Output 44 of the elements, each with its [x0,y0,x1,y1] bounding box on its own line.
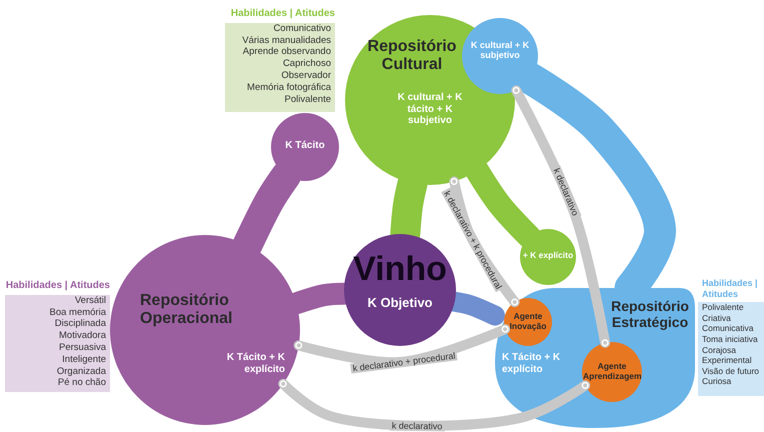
skill-item: Organizada [56,366,106,378]
skill-item: Observador [280,70,331,82]
skill-item: Comunicativa [702,323,754,334]
panel-heading: Habilidades | Atitudes [702,278,759,300]
knowledge-label: + K explícito [522,251,574,261]
knowledge-label: K Tácito + K explícito [502,352,562,375]
knowledge-label: K Objetivo [366,296,434,311]
skill-item: Toma iniciativa [702,334,759,345]
skill-item: Versátil [74,294,106,307]
edge-label: k declarativo [389,420,444,432]
skills-panel [5,280,110,392]
skill-item: Disciplinada [54,318,106,330]
skill-item: Polivalente [284,94,331,106]
repository-blob [495,288,695,428]
repository-title: Repositório Cultural [366,38,458,75]
skill-item: Várias manualidades [241,34,331,46]
skill-item: Curiosa [702,376,732,387]
skill-item: Criativa [702,312,732,324]
knowledge-label: K Tácito [284,140,326,152]
skill-item: Polivalente [702,302,745,313]
knowledge-label: K cultural + K tácito + K subjetivo [396,92,464,126]
panel-heading: Habilidades | Atitudes [4,280,110,292]
skill-item: Boa memória [48,306,106,318]
skill-item: Persuasiva [58,342,106,354]
skills-panel [225,8,335,112]
skill-item: Corajosa [702,344,738,356]
skill-item: Motivadora [58,330,106,342]
skill-item: Pé no chão [56,377,106,390]
repository-title: Repositório Operacional [140,292,234,329]
repository-title: Repositório Estratégico [610,298,690,330]
agent-label: Agente Aprendizagem [583,362,641,382]
agent-label: Agente Inovação [508,312,548,332]
knowledge-label: K cultural + K subjetivo [470,40,530,61]
skill-item: Aprende observando [242,46,331,58]
knowledge-label: K Tácito + K explícito [226,352,285,375]
skills-panel [698,278,764,396]
skill-item: Visão de futuro [702,366,760,376]
skill-item: Caprichoso [282,58,331,70]
skill-item: Inteligente [61,354,106,366]
skill-item: Experimental [702,355,753,366]
panel-heading: Habilidades | Atitudes [230,8,335,20]
skill-item: Comunicativo [272,22,331,35]
skill-item: Memória fotográfica [246,82,331,94]
knowledge-lobe [520,229,576,285]
